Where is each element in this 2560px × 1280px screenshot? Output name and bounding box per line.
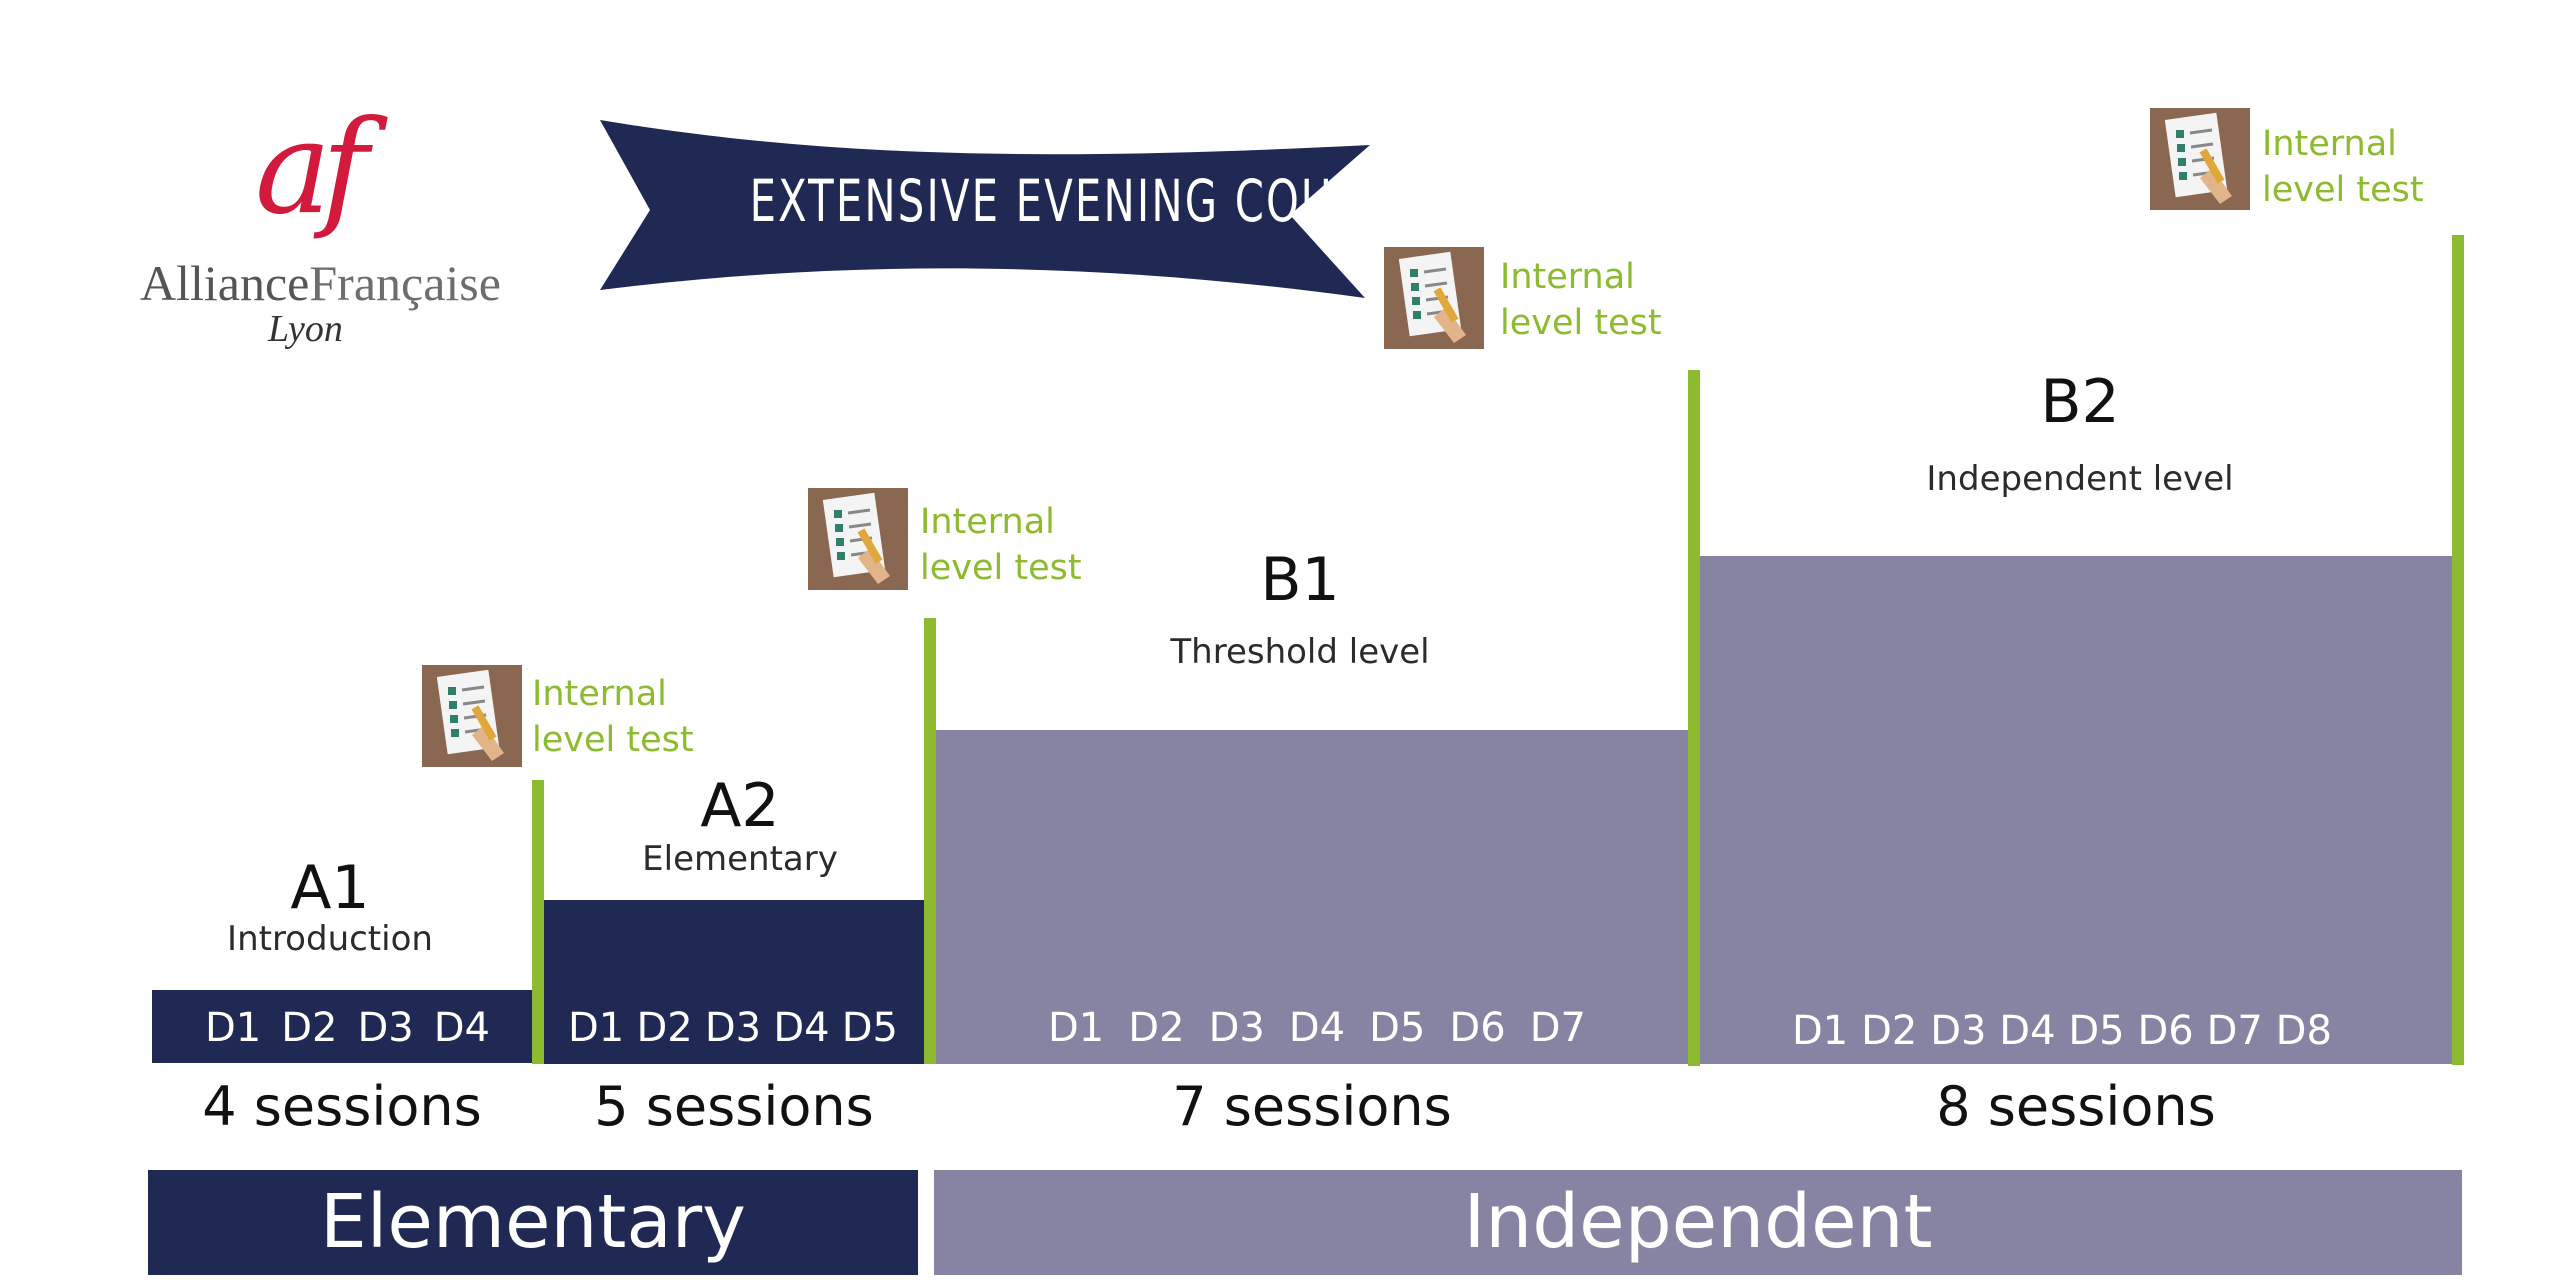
days-b1: D1 D2 D3 D4 D5 D6 D7 xyxy=(1048,1008,1586,1048)
level-code-a1: A1 xyxy=(290,853,370,923)
day-label: D3 xyxy=(357,1005,414,1051)
sessions-a2: 5 sessions xyxy=(594,1075,874,1138)
day-label: D7 xyxy=(2206,1008,2263,1054)
day-label: D3 xyxy=(704,1005,762,1051)
level-bar-b1 xyxy=(936,730,1688,1064)
test-label-b1: Internal level test xyxy=(1500,255,1662,346)
day-label: D2 xyxy=(1861,1008,1918,1054)
logo-city: Lyon xyxy=(268,308,343,350)
test-sheet-icon xyxy=(422,665,522,767)
level-bar-b2 xyxy=(1700,556,2452,1064)
level-name-b1: Threshold level xyxy=(1170,632,1430,672)
level-divider-b1-b2 xyxy=(1688,370,1700,1066)
day-label: D4 xyxy=(433,1005,490,1051)
days-b2: D1 D2 D3 D4 D5 D6 D7 D8 xyxy=(1792,1011,2332,1051)
level-code-b1: B1 xyxy=(1260,545,1340,615)
day-label: D1 xyxy=(1048,1005,1105,1051)
day-label: D1 xyxy=(568,1005,625,1051)
level-divider-a2-b1 xyxy=(924,618,936,1064)
days-a1: D1 D2 D3 D4 xyxy=(205,1008,490,1048)
test-sheet-icon xyxy=(1384,247,1484,349)
ribbon-banner xyxy=(600,120,1370,298)
level-name-a2: Elementary xyxy=(642,839,838,879)
test-sheet-icon xyxy=(2150,108,2250,210)
test-label-a2: Internal level test xyxy=(920,500,1082,591)
banner-title: EXTENSIVE EVENING COURSE xyxy=(749,167,1423,235)
logo-name-part2: Française xyxy=(309,255,501,311)
sessions-b1: 7 sessions xyxy=(1172,1075,1452,1138)
sessions-a1: 4 sessions xyxy=(202,1075,482,1138)
level-code-a2: A2 xyxy=(700,771,780,841)
day-label: D2 xyxy=(1128,1005,1185,1051)
day-label: D5 xyxy=(2068,1008,2125,1054)
level-divider-a1-a2 xyxy=(532,780,544,1064)
day-label: D4 xyxy=(1999,1008,2056,1054)
day-label: D5 xyxy=(1369,1005,1426,1051)
day-label: D6 xyxy=(2137,1008,2194,1054)
test-label-line2: level test xyxy=(2262,169,2424,210)
day-label: D4 xyxy=(1288,1005,1346,1051)
day-label: D2 xyxy=(636,1005,693,1051)
test-label-line2: level test xyxy=(532,719,694,760)
level-bar-a1 xyxy=(152,990,534,1063)
level-code-b2: B2 xyxy=(2040,367,2120,437)
test-sheet-icon xyxy=(808,488,908,590)
test-label-line1: Internal xyxy=(920,502,1055,542)
level-bar-a2 xyxy=(544,900,924,1064)
test-label-line1: Internal xyxy=(2262,124,2397,164)
day-label: D6 xyxy=(1449,1005,1506,1051)
sessions-b2: 8 sessions xyxy=(1936,1075,2216,1138)
day-label: D3 xyxy=(1930,1008,1987,1054)
day-label: D3 xyxy=(1208,1005,1265,1051)
category-elementary: Elementary xyxy=(148,1170,918,1275)
test-label-line1: Internal xyxy=(532,674,667,714)
day-label: D1 xyxy=(205,1005,262,1051)
level-name-a1: Introduction xyxy=(227,919,433,959)
logo-name: AllianceFrançaise xyxy=(140,258,501,308)
test-label-a1: Internal level test xyxy=(532,672,694,763)
level-divider-b2-end xyxy=(2452,235,2464,1065)
day-label: D2 xyxy=(281,1005,338,1051)
logo-name-part1: Alliance xyxy=(140,255,310,311)
category-independent: Independent xyxy=(934,1170,2462,1275)
day-label: D5 xyxy=(841,1005,898,1051)
day-label: D4 xyxy=(773,1005,830,1051)
day-label: D7 xyxy=(1529,1005,1586,1051)
logo-mark: af xyxy=(255,94,369,243)
test-label-line2: level test xyxy=(920,547,1082,588)
level-name-b2: Independent level xyxy=(1926,459,2234,499)
test-label-line1: Internal xyxy=(1500,257,1635,297)
test-label-line2: level test xyxy=(1500,302,1662,343)
test-label-b2: Internal level test xyxy=(2262,122,2424,213)
day-label: D1 xyxy=(1792,1008,1849,1054)
day-label: D8 xyxy=(2275,1008,2332,1054)
